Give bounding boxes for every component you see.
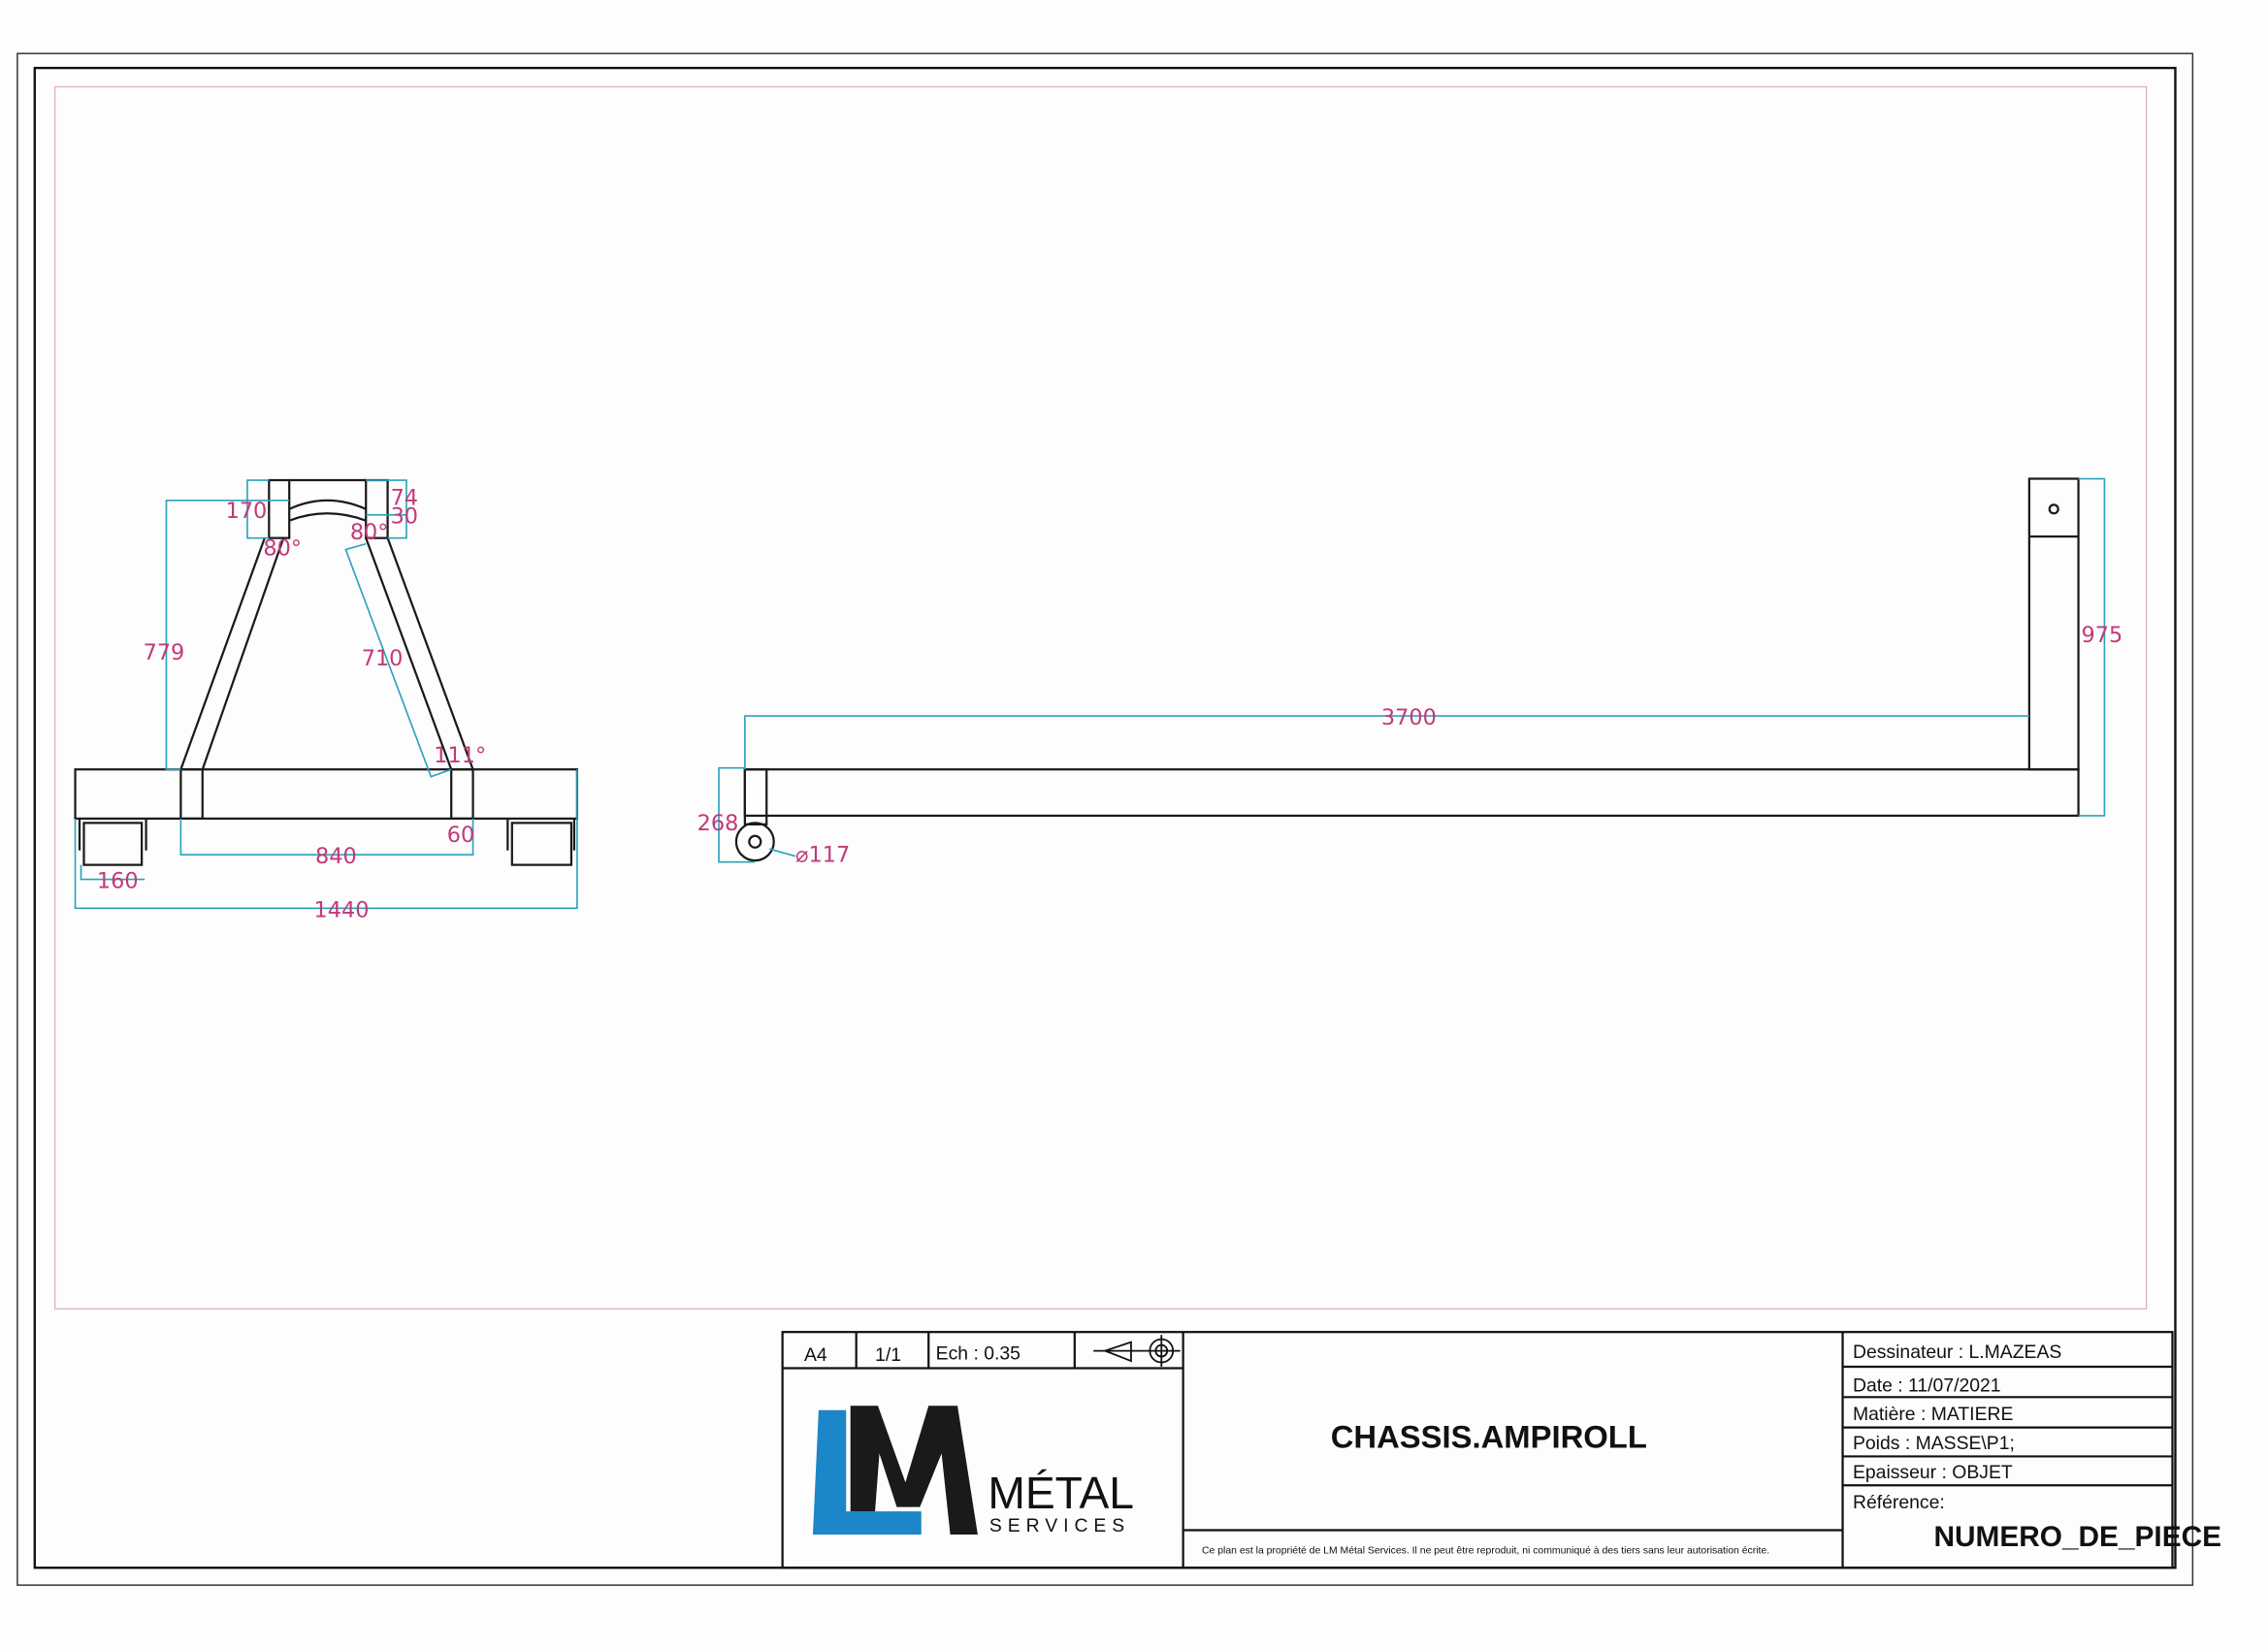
ownership-notice: Ce plan est la propriété de LM Métal Ser…: [1202, 1545, 1769, 1556]
weight-field: Poids : MASSE\P1;: [1853, 1433, 2015, 1454]
front-view-dimensions: 170 74 30 80° 80° 779 710 111° 60 840 16…: [97, 485, 486, 922]
logo-services: SERVICES: [989, 1515, 1130, 1536]
dim-160: 160: [97, 868, 139, 893]
sheet-number: 1/1: [875, 1344, 901, 1366]
material-field: Matière : MATIERE: [1853, 1404, 2014, 1425]
angle-80-right: 80°: [350, 520, 389, 545]
side-view: [718, 477, 2106, 863]
main-rail: [743, 768, 2080, 818]
company-logo: MÉTAL SERVICES: [812, 1406, 1134, 1536]
reference-label: Référence:: [1853, 1492, 1945, 1513]
reference-value: NUMERO_DE_PIECE: [1933, 1521, 2221, 1553]
dim-975: 975: [2082, 623, 2123, 648]
logo-metal: MÉTAL: [988, 1468, 1134, 1518]
scale-label: Ech : 0.35: [936, 1343, 1021, 1365]
view-area-frame: [54, 85, 2148, 1310]
roller-wheel: [734, 822, 775, 862]
dim-diameter-117: ⌀117: [795, 843, 850, 868]
dim-779: 779: [144, 640, 185, 665]
drafter-field: Dessinateur : L.MAZEAS: [1853, 1342, 2061, 1363]
front-view: [74, 478, 579, 910]
angle-111: 111°: [434, 743, 486, 768]
title-block: [781, 1331, 2174, 1569]
outer-border: [16, 52, 2194, 1586]
dim-840: 840: [315, 844, 357, 869]
date-field: Date : 11/07/2021: [1853, 1374, 2001, 1396]
dim-710: 710: [362, 646, 404, 671]
dim-74: 74: [391, 485, 418, 510]
dim-1440: 1440: [314, 897, 370, 922]
dim-170: 170: [226, 499, 268, 524]
side-view-dimensions: 3700 975 268 ⌀117: [697, 623, 2123, 868]
dim-3700: 3700: [1381, 705, 1437, 730]
dim-60: 60: [447, 823, 474, 848]
angle-80-left: 80°: [263, 536, 302, 562]
dim-30: 30: [391, 504, 418, 530]
first-angle-projection-icon: [1093, 1335, 1181, 1367]
format-label: A4: [804, 1344, 827, 1366]
hook-post: [2027, 477, 2080, 771]
thickness-field: Epaisseur : OBJET: [1853, 1462, 2013, 1483]
dim-268: 268: [697, 811, 739, 836]
wheel-right: [506, 818, 576, 866]
drawing-title: CHASSIS.AMPIROLL: [1331, 1418, 1647, 1454]
base-beam: [74, 768, 579, 821]
wheel-left: [78, 818, 147, 866]
